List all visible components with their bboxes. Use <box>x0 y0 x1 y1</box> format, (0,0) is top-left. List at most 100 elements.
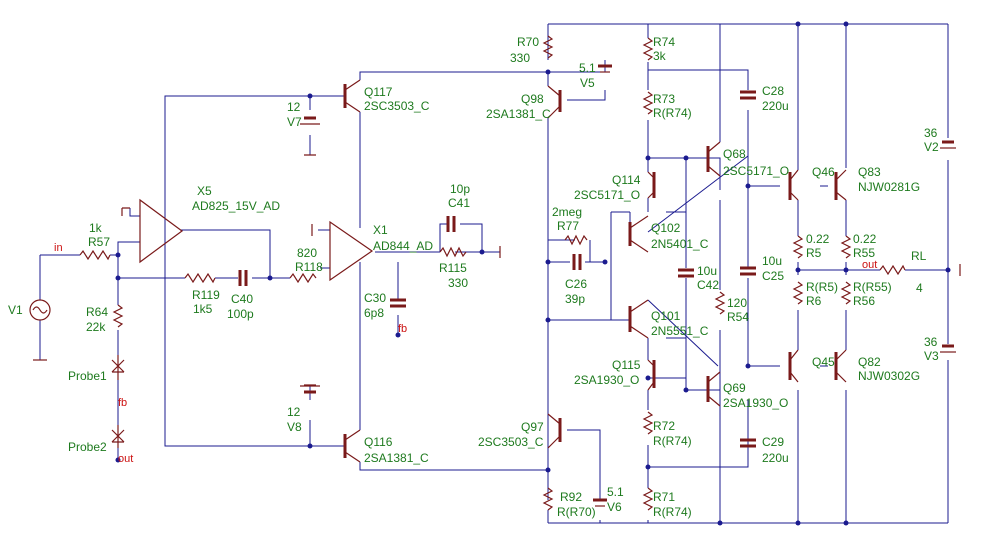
q101-part-label: 2N5551_C <box>651 324 709 338</box>
v3-ref-label: V3 <box>924 349 939 363</box>
c40-value-label: 100p <box>227 307 254 321</box>
r72-ref-label: R72 <box>653 419 675 433</box>
x1-ref-label: X1 <box>373 223 388 237</box>
v1-label: V1 <box>8 303 23 317</box>
v3-value-label: 36 <box>924 335 938 349</box>
c28-value-label: 220u <box>762 99 789 113</box>
r74-ref-label: R74 <box>653 35 675 49</box>
q97-ref-label: Q97 <box>521 420 544 434</box>
r73-ref-label: R73 <box>653 92 675 106</box>
r55-ref-label: R55 <box>853 246 875 260</box>
c42-ref-label: C42 <box>697 278 719 292</box>
v7-value-label: 12 <box>287 100 301 114</box>
x1-part-label: AD844_AD <box>373 239 433 253</box>
q114-ref-label: Q114 <box>612 173 641 187</box>
c29-value-label: 220u <box>762 451 789 465</box>
c28-ref-label: C28 <box>762 84 784 98</box>
net-in-label: in <box>54 242 63 254</box>
r54-ref-label: R54 <box>727 310 749 324</box>
r115-ref-label: R115 <box>439 261 467 275</box>
q102-part-label: 2N5401_C <box>651 237 709 251</box>
x5-part-label: AD825_15V_AD <box>192 199 280 213</box>
r92-value-label: R(R70) <box>557 505 596 519</box>
r74-value-label: 3k <box>653 49 667 63</box>
c25-ref-label: C25 <box>762 269 784 283</box>
v8-value-label: 12 <box>287 405 301 419</box>
q97-part-label: 2SC3503_C <box>478 435 544 449</box>
r71-value-label: R(R74) <box>653 505 692 519</box>
r5-ref-label: R5 <box>806 246 822 260</box>
rl-ref-label: RL <box>911 249 927 263</box>
net-fb-label-probe: fb <box>118 397 127 409</box>
v2-value-label: 36 <box>924 126 938 140</box>
r57-value-label: 1k <box>89 221 103 235</box>
q82-part-label: NJW0302G <box>858 369 920 383</box>
r57-ref-label: R57 <box>88 235 110 249</box>
q68-part-label: 2SC5171_O <box>723 164 789 178</box>
q69-part-label: 2SA1930_O <box>723 396 788 410</box>
junction-dots <box>115 21 951 526</box>
q101-ref-label: Q101 <box>651 309 681 323</box>
q83-ref-label: Q83 <box>858 165 881 179</box>
v5-value-label: 5.1 <box>579 61 596 75</box>
q46-ref-label: Q46 <box>812 165 835 179</box>
r70-value-label: 330 <box>510 51 530 65</box>
r77-value-label: 2meg <box>552 205 582 219</box>
q115-part-label: 2SA1930_O <box>574 373 639 387</box>
q69-ref-label: Q69 <box>723 381 746 395</box>
r118-ref-label: R118 <box>295 260 323 274</box>
q102-ref-label: Q102 <box>651 221 681 235</box>
probe2-label: Probe2 <box>68 440 107 454</box>
v6-value-label: 5.1 <box>607 485 624 499</box>
q68-ref-label: Q68 <box>723 147 746 161</box>
r5-value-label: 0.22 <box>806 232 830 246</box>
r64-ref-label: R64 <box>86 305 108 319</box>
q117-ref-label: Q117 <box>364 85 393 99</box>
r64-value-label: 22k <box>86 320 106 334</box>
r56-value-label: R(R55) <box>853 280 892 294</box>
r77-ref-label: R77 <box>557 219 579 233</box>
c29-ref-label: C29 <box>762 435 784 449</box>
r54-value-label: 120 <box>727 296 747 310</box>
rl-value-label: 4 <box>916 281 923 295</box>
net-out-label-output: out <box>862 259 877 271</box>
r55-value-label: 0.22 <box>853 232 877 246</box>
c25-value-label: 10u <box>762 254 782 268</box>
r92-ref-label: R92 <box>560 490 582 504</box>
v7-ref-label: V7 <box>287 115 302 129</box>
q114-part-label: 2SC5171_O <box>574 188 640 202</box>
r70-ref-label: R70 <box>517 35 539 49</box>
c42-value-label: 10u <box>697 264 717 278</box>
v8-ref-label: V8 <box>287 420 302 434</box>
c26-value-label: 39p <box>565 292 585 306</box>
r119-ref-label: R119 <box>192 288 220 302</box>
q117-part-label: 2SC3503_C <box>364 99 430 113</box>
r71-ref-label: R71 <box>653 490 675 504</box>
r73-value-label: R(R74) <box>653 106 692 120</box>
r72-value-label: R(R74) <box>653 434 692 448</box>
labels: X5 AD825_15V_AD X1 AD844_AD V1 in 1k R57… <box>8 35 939 519</box>
q98-part-label: 2SA1381_C <box>486 107 551 121</box>
c41-value-label: 10p <box>450 182 470 196</box>
c40-ref-label: C40 <box>231 292 253 306</box>
q83-part-label: NJW0281G <box>858 180 920 194</box>
q82-ref-label: Q82 <box>858 355 881 369</box>
q98-ref-label: Q98 <box>521 92 544 106</box>
r119-value-label: 1k5 <box>193 302 213 316</box>
net-fb-label-x1: fb <box>398 323 407 335</box>
v5-ref-label: V5 <box>580 76 595 90</box>
q116-ref-label: Q116 <box>364 435 393 449</box>
c30-value-label: 6p8 <box>364 306 384 320</box>
c30-ref-label: C30 <box>364 291 386 305</box>
r118-value-label: 820 <box>297 246 317 260</box>
v2-ref-label: V2 <box>924 140 939 154</box>
r6-value-label: R(R5) <box>806 280 838 294</box>
net-out-label-probe: out <box>118 453 133 465</box>
c26-ref-label: C26 <box>565 277 587 291</box>
r56-ref-label: R56 <box>853 294 875 308</box>
q45-ref-label: Q45 <box>812 355 835 369</box>
c41-ref-label: C41 <box>448 196 470 210</box>
x5-ref-label: X5 <box>197 184 212 198</box>
r115-value-label: 330 <box>448 276 468 290</box>
